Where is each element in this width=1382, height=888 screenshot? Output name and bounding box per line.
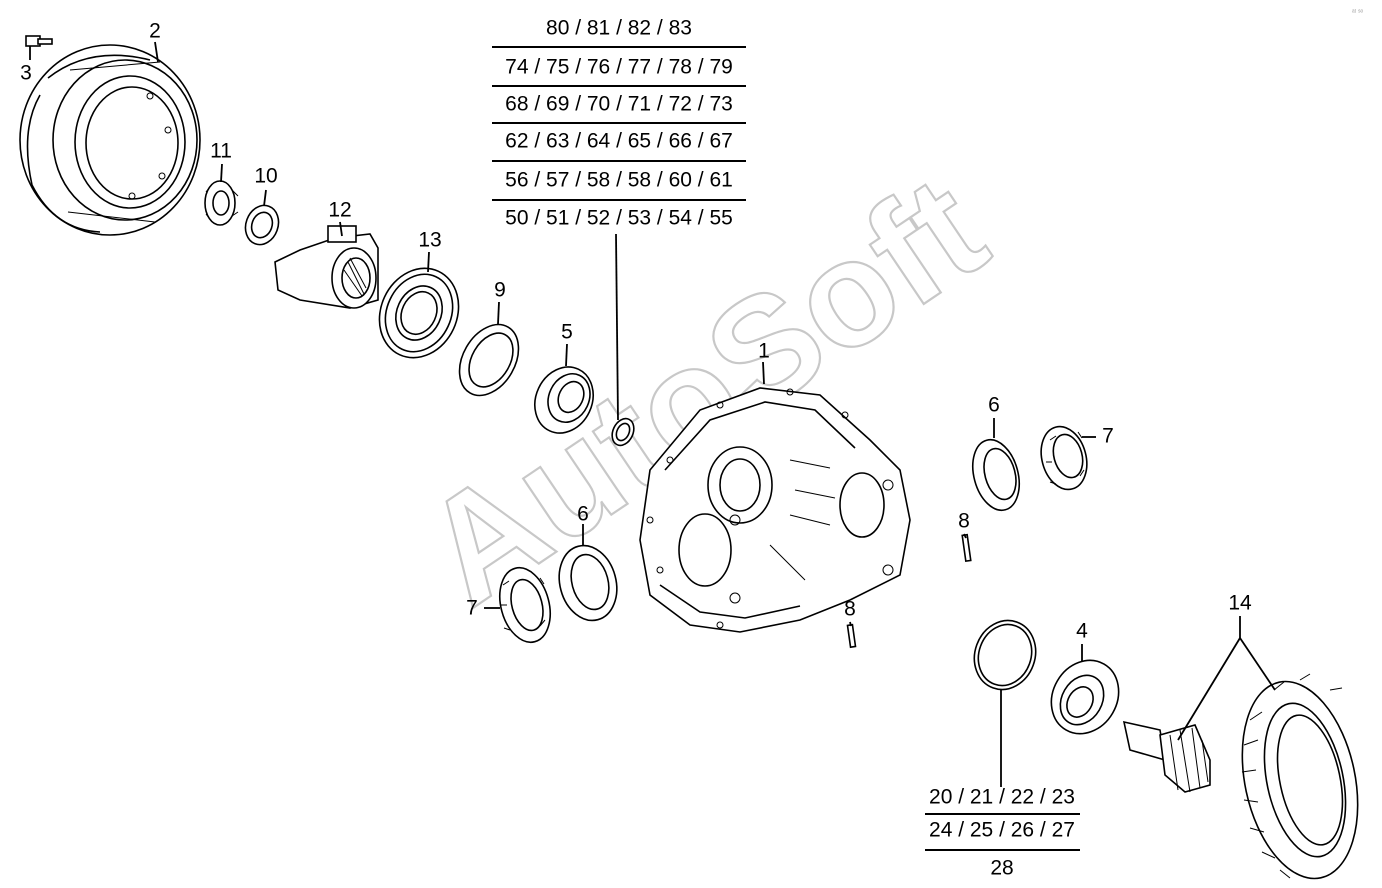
part-13-seal[interactable] (365, 255, 473, 370)
callout-9: 9 (494, 279, 506, 302)
part-2-drum[interactable] (19, 44, 201, 236)
callout-6-upper: 6 (988, 394, 1000, 417)
part-5-bearing[interactable] (524, 357, 603, 442)
callout-1: 1 (758, 340, 770, 363)
part-10-washer[interactable] (240, 201, 284, 250)
ref-top-row-1: 80 / 81 / 82 / 83 (546, 17, 692, 40)
callout-8-lower: 8 (844, 598, 856, 621)
callout-5: 5 (561, 321, 573, 344)
ref-top-row-3: 68 / 69 / 70 / 71 / 72 / 73 (505, 93, 733, 116)
o-ring-bottom-group[interactable] (965, 612, 1045, 698)
ref-table-top: 80 / 81 / 82 / 83 74 / 75 / 76 / 77 / 78… (492, 17, 746, 230)
part-8-pin-lower[interactable] (846, 623, 857, 649)
callout-14: 14 (1228, 592, 1252, 615)
callout-4: 4 (1076, 620, 1088, 643)
leader-lines (29, 41, 1276, 787)
ref-top-row-5: 56 / 57 / 58 / 58 / 60 / 61 (505, 169, 733, 192)
callout-3: 3 (20, 62, 32, 85)
part-9-seal-ring[interactable] (447, 314, 530, 406)
part-1-differential-housing[interactable] (639, 387, 911, 633)
part-4-bearing[interactable] (1038, 648, 1131, 746)
ref-top-row-2: 74 / 75 / 76 / 77 / 78 / 79 (505, 56, 733, 79)
callout-7-right: 7 (1102, 425, 1114, 448)
callout-13: 13 (418, 229, 441, 252)
callout-2: 2 (149, 20, 161, 43)
shim-ring-top-group[interactable] (608, 415, 638, 449)
ref-table-bottom: 20 / 21 / 22 / 23 24 / 25 / 26 / 27 28 (925, 786, 1080, 880)
part-14-ring-gear[interactable] (1225, 671, 1374, 888)
part-12-flange-yoke[interactable] (274, 225, 379, 309)
corner-mark: ᵃᵗ ˢᵒ (1352, 9, 1363, 16)
ref-bottom-row-1: 20 / 21 / 22 / 23 (929, 786, 1075, 809)
callout-10: 10 (254, 165, 277, 188)
part-11-lock-nut[interactable] (204, 180, 239, 226)
part-6-bearing-lower[interactable] (551, 539, 625, 627)
callout-labels: 2 3 11 10 12 13 9 5 1 6 7 8 6 8 7 4 14 (20, 20, 1252, 643)
callout-6-lower: 6 (577, 503, 589, 526)
callout-12: 12 (328, 199, 351, 222)
part-7-cage-left[interactable] (492, 562, 558, 648)
callout-8-upper: 8 (958, 510, 970, 533)
callout-11: 11 (210, 140, 232, 163)
ref-top-row-6: 50 / 51 / 52 / 53 / 54 / 55 (505, 207, 733, 230)
part-8-pin-upper[interactable] (961, 533, 972, 563)
ref-bottom-row-2: 24 / 25 / 26 / 27 (929, 819, 1075, 842)
part-14-pinion-gear[interactable] (1122, 720, 1211, 793)
ref-bottom-row-3: 28 (990, 857, 1013, 880)
callout-7-left: 7 (466, 597, 478, 620)
part-3-bolt[interactable] (25, 35, 53, 47)
part-7-cage-right[interactable] (1034, 421, 1093, 494)
part-6-bearing-upper[interactable] (965, 435, 1026, 516)
ref-top-row-4: 62 / 63 / 64 / 65 / 66 / 67 (505, 130, 733, 153)
